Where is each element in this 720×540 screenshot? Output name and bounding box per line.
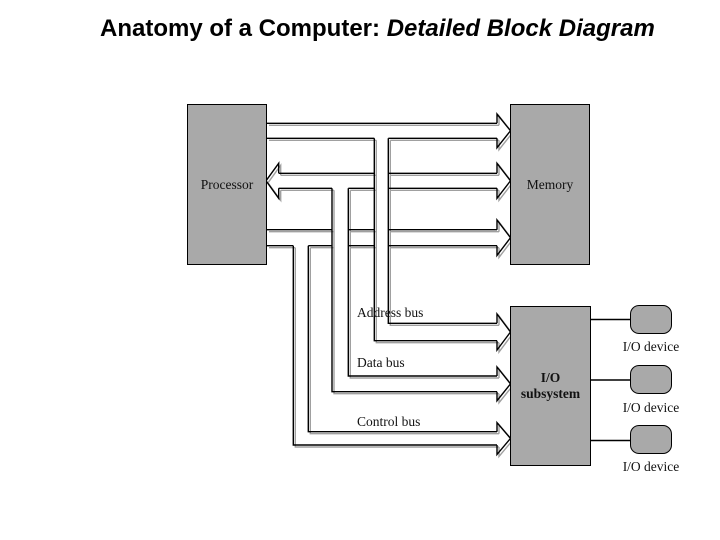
control-bus-label: Control bus <box>357 414 421 429</box>
slide-title: Anatomy of a Computer: Detailed Block Di… <box>100 15 655 43</box>
processor-block: Processor <box>187 104 267 265</box>
io-device-label: I/O device <box>622 459 680 474</box>
memory-block: Memory <box>510 104 590 265</box>
slide-title-prefix: Anatomy of a Computer: <box>100 15 387 42</box>
memory-label: Memory <box>526 176 574 192</box>
io-device-label: I/O device <box>622 400 680 415</box>
io-subsystem-label-line2: subsystem <box>520 386 581 401</box>
io-subsystem-label-line1: I/O <box>540 370 561 385</box>
io-device-box <box>630 305 672 334</box>
bus-shadow-layer <box>267 114 514 459</box>
io-device-box <box>630 365 672 394</box>
io-device-label: I/O device <box>622 339 680 354</box>
io-device-connectors <box>590 318 630 442</box>
address-bus-label: Address bus <box>357 305 424 320</box>
processor-label: Processor <box>200 176 254 192</box>
slide-title-emphasis: Detailed Block Diagram <box>386 15 655 42</box>
io-device-box <box>630 425 672 454</box>
data-bus-label: Data bus <box>357 355 405 370</box>
